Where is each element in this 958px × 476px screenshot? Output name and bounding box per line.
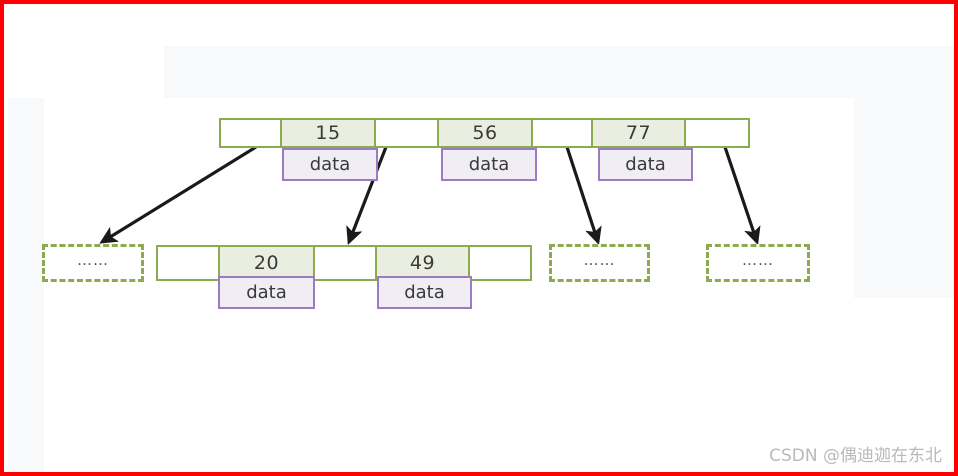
placeholder-node-left[interactable]: …… — [42, 244, 144, 282]
child-pointer-cell-2[interactable] — [468, 245, 532, 281]
root-key-label-0: 15 — [315, 121, 341, 144]
root-data-box-15[interactable]: data — [282, 148, 378, 181]
root-data-label-2: data — [625, 154, 666, 175]
root-pointer-cell-3[interactable] — [684, 118, 750, 148]
root-pointer-cell-1[interactable] — [374, 118, 439, 148]
arrow-root-ptr3-to-placeholder-right — [723, 146, 761, 246]
child-data-label-1: data — [404, 282, 445, 303]
child-pointer-cell-0[interactable] — [156, 245, 220, 281]
root-node: 15 56 77 — [219, 118, 750, 148]
child-key-label-0: 20 — [253, 251, 280, 274]
btree-diagram: 15 56 77 data data data …… — [4, 4, 954, 472]
arrow-root-ptr2-to-placeholder-mid — [565, 146, 602, 246]
arrow-root-ptr0-to-placeholder-left — [99, 145, 257, 244]
root-key-label-2: 77 — [625, 121, 652, 144]
placeholder-label-mid: …… — [583, 250, 616, 269]
root-pointer-cell-2[interactable] — [531, 118, 593, 148]
child-data-box-20[interactable]: data — [218, 276, 315, 309]
root-data-label-0: data — [309, 154, 351, 175]
placeholder-node-mid[interactable]: …… — [549, 244, 650, 282]
root-data-box-56[interactable]: data — [441, 148, 537, 181]
root-key-cell-77[interactable]: 77 — [591, 118, 686, 148]
child-node: 20 49 — [156, 245, 532, 281]
root-data-box-77[interactable]: data — [598, 148, 693, 181]
root-key-cell-15[interactable]: 15 — [280, 118, 376, 148]
root-data-label-1: data — [468, 154, 510, 175]
placeholder-label-left: …… — [77, 250, 109, 269]
csdn-watermark: CSDN @偶迪迦在东北 — [769, 446, 942, 466]
child-key-cell-49[interactable]: 49 — [375, 245, 470, 281]
child-data-box-49[interactable]: data — [377, 276, 472, 309]
root-key-cell-56[interactable]: 56 — [437, 118, 533, 148]
arrow-layer — [99, 145, 761, 246]
root-key-label-1: 56 — [472, 121, 498, 144]
child-key-label-1: 49 — [409, 251, 436, 274]
root-pointer-cell-0[interactable] — [219, 118, 282, 148]
placeholder-label-right: …… — [742, 250, 774, 269]
placeholder-node-right[interactable]: …… — [706, 244, 810, 282]
child-data-label-0: data — [246, 282, 287, 303]
child-key-cell-20[interactable]: 20 — [218, 245, 315, 281]
child-pointer-cell-1[interactable] — [313, 245, 377, 281]
